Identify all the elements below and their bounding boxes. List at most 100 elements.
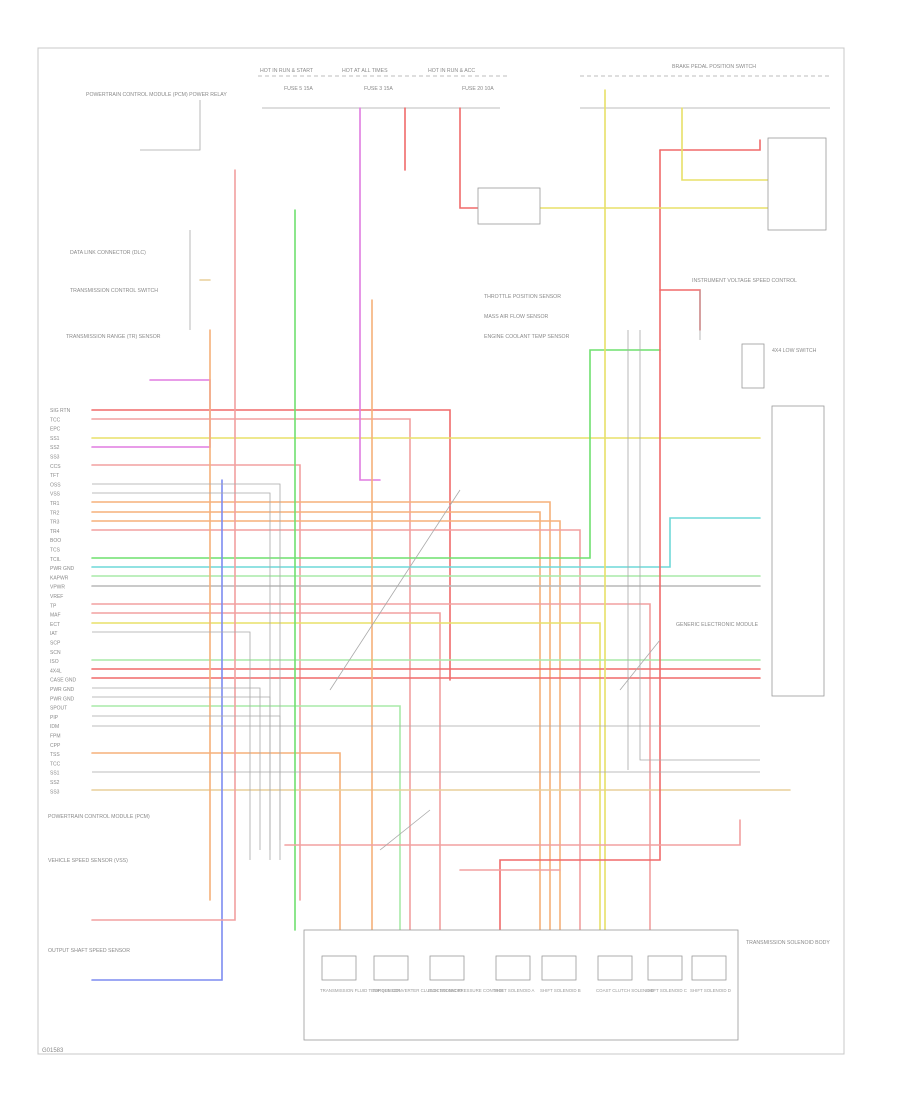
solenoid-label: SHIFT SOLENOID D [690,988,731,993]
note-tcs: TRANSMISSION CONTROL SWITCH [70,288,158,294]
wires [91,89,791,981]
pcm-pin-label: TR4 [50,529,60,535]
solenoid-body-frame [303,929,739,1041]
solenoid-label: ELECTRONIC PRESSURE CONTROL [428,988,505,993]
wire [659,289,701,331]
pcm-pin-label: 4X4L [50,668,62,674]
pcm-pin-label: TCS [50,548,61,554]
solenoid-label: COAST CLUTCH SOLENOID [596,988,654,993]
pcm-pin-label: TP [50,603,57,609]
ground-wire [619,639,661,691]
ground-wire [140,100,201,151]
wire [499,149,661,931]
pcm-pin-label: PIP [50,715,59,721]
pcm-pin-label: SS3 [50,789,60,795]
note-bpp: BRAKE PEDAL POSITION SWITCH [672,64,756,70]
note-pcm: POWERTRAIN CONTROL MODULE (PCM) [48,814,150,820]
pcm-pin-label: TR1 [50,501,60,507]
ground-wire [379,809,431,851]
pcm-pin-label: ECT [50,622,60,628]
ground-wire [92,687,261,850]
note-vss: VEHICLE SPEED SENSOR (VSS) [48,858,128,864]
pcm-pin-label: KAPWR [50,575,69,581]
pcm-pin-label: SPOUT [50,706,67,712]
pcm-pin-label: IDM [50,724,59,730]
ground-wire [329,489,461,691]
solenoid-label: SHIFT SOLENOID B [540,988,581,993]
solenoid-component-c2: TORQUE CONVERTER CLUTCH SOLENOID [372,955,462,993]
bottom-component-group: TRANSMISSION SOLENOID BODY TRANSMISSION … [303,929,830,1041]
note-tp: THROTTLE POSITION SENSOR [484,294,561,300]
switch-block-middle [771,405,825,697]
note-4x4: 4X4 LOW SWITCH [772,348,817,354]
pcm-pin-label: PWR GND [50,696,75,702]
pcm-pin-label: CPP [50,743,61,749]
wire [91,612,441,931]
solenoid-component-c5: SHIFT SOLENOID B [540,955,581,993]
pcm-pin-label: SS1 [50,436,60,442]
wire [91,349,661,559]
pcm-pin-label: PWR GND [50,566,75,572]
solenoid-body-label: TRANSMISSION SOLENOID BODY [746,940,830,946]
note-gem: GENERIC ELECTRONIC MODULE [676,622,759,628]
switch-block-upper [767,137,827,231]
relay-box-top [477,187,541,225]
wire [91,379,211,448]
ground-wire [92,631,251,860]
solenoid-component-c1: TRANSMISSION FLUID TEMP SENSOR [320,955,400,993]
wire [681,107,771,181]
pcm-pin-label: SIG RTN [50,408,71,414]
note-maf: MASS AIR FLOW SENSOR [484,314,549,320]
pcm-pin-label: TR3 [50,520,60,526]
ground-wire [92,696,271,860]
solenoid-component-c4: SHIFT SOLENOID A [494,955,534,993]
wire [91,169,236,921]
right-notes: BRAKE PEDAL POSITION SWITCH INSTRUMENT V… [484,64,817,628]
pcm-pin-label: PWR GND [50,687,75,693]
source-hot-at-all-times: HOT AT ALL TIMES [342,68,388,74]
wire [91,511,541,931]
pcm-pin-label: TCC [50,761,61,767]
solenoid-label: TRANSMISSION FLUID TEMP SENSOR [320,988,400,993]
diagram-id: G01583 [42,1048,64,1054]
wire [91,464,301,901]
pcm-pin-label: TFT [50,473,59,479]
pcm-pin-label: MAF [50,613,61,619]
wire [91,705,401,931]
wire [284,819,741,846]
pcm-pin-label: VPWR [50,585,65,591]
note-pcm-power: POWERTRAIN CONTROL MODULE (PCM) POWER RE… [86,92,227,98]
ground-wire [639,330,760,761]
pcm-pin-label: TR2 [50,510,60,516]
pcm-pin-label: ISO [50,659,59,665]
pcm-pin-label: IAT [50,631,57,637]
pcm-pin-label: VSS [50,492,61,498]
fuse-5-label: FUSE 5 15A [284,86,313,92]
fuse-20-label: FUSE 20 10A [462,86,494,92]
pcm-pin-label: BOO [50,538,61,544]
solenoid-component-c6: COAST CLUTCH SOLENOID [596,955,654,993]
pcm-pin-label: SS2 [50,780,60,786]
top-power-sources: HOT IN RUN & START HOT AT ALL TIMES HOT … [258,68,830,109]
wire [359,107,381,481]
right-switches [477,137,827,697]
solenoid-label: SHIFT SOLENOID A [494,988,534,993]
wire [91,409,451,681]
pcm-pin-label: TSS [50,752,60,758]
pcm-pin-label: FPM [50,734,61,740]
note-tr: TRANSMISSION RANGE (TR) SENSOR [66,334,161,340]
pcm-pin-label: CASE GND [50,678,77,684]
ground-wire [92,483,281,860]
wire [91,520,561,931]
wire [91,501,551,931]
diagram-frame [37,47,845,1055]
wire [91,529,581,931]
fuse-3-label: FUSE 3 15A [364,86,393,92]
solenoid-component-c8: SHIFT SOLENOID D [690,955,731,993]
ground-wire [92,492,271,850]
solenoid-label: TORQUE CONVERTER CLUTCH SOLENOID [372,988,462,993]
solenoid-component-c7: SHIFT SOLENOID C [646,955,687,993]
wire [91,603,651,931]
left-notes: POWERTRAIN CONTROL MODULE (PCM) POWER RE… [48,92,227,954]
